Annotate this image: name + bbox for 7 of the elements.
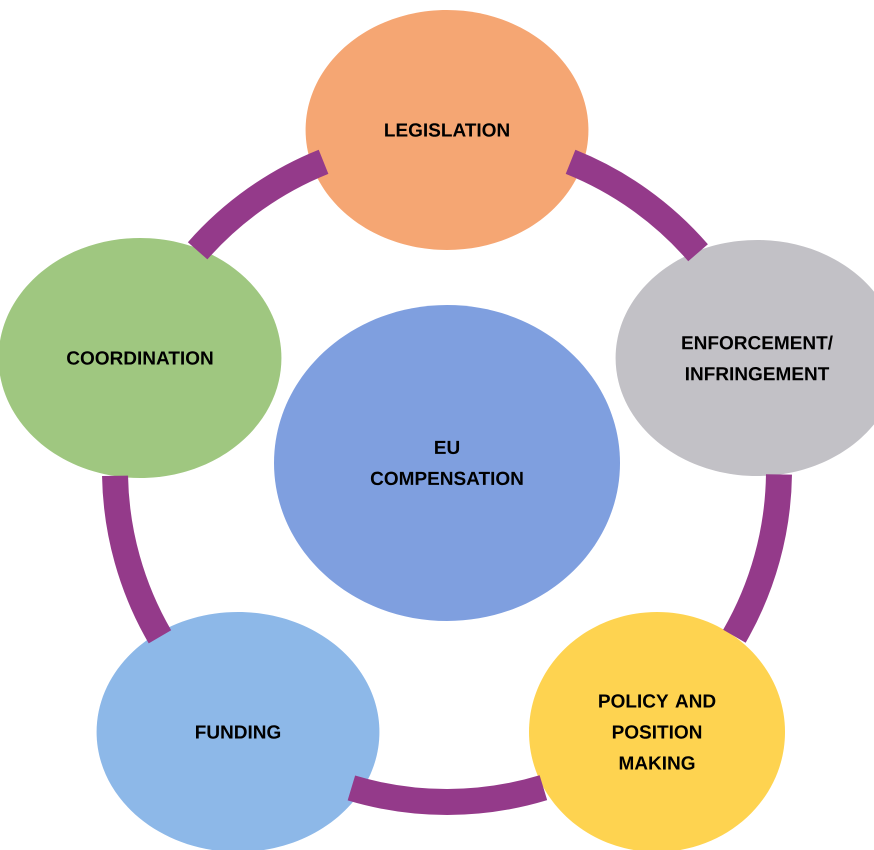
ring-connector [565, 150, 708, 262]
ring-connector [348, 775, 547, 815]
ring-connector [102, 475, 172, 644]
ellipse-node: EU COMPENSATION [274, 305, 620, 621]
ring-connector [723, 474, 792, 643]
ellipse-node: LEGISLATION [306, 10, 588, 250]
ring-connector [188, 150, 329, 260]
